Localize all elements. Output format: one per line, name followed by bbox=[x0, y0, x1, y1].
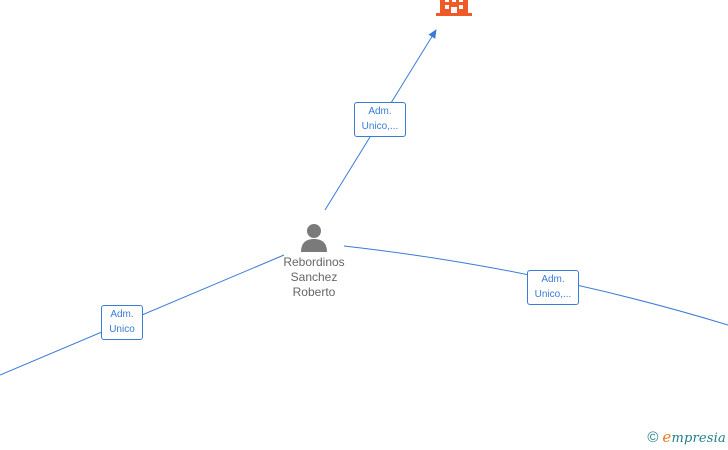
edge-label-line: Unico,... bbox=[361, 121, 399, 132]
copyright-icon: © bbox=[647, 428, 659, 446]
person-name: Rebordinos Sanchez Roberto bbox=[266, 255, 362, 300]
person-name-line: Rebordinos bbox=[283, 255, 345, 269]
company-node[interactable] bbox=[436, 0, 472, 21]
edge-label-line: Adm. bbox=[110, 309, 134, 320]
edge-label-to-right[interactable]: Adm. Unico,... bbox=[527, 270, 579, 305]
edge-label-line: Adm. bbox=[541, 274, 565, 285]
person-name-line: Sanchez bbox=[290, 270, 338, 284]
building-icon bbox=[436, 0, 472, 16]
edge-label-to-company[interactable]: Adm. Unico,... bbox=[354, 102, 406, 137]
edge-label-line: Unico bbox=[109, 324, 135, 335]
watermark: © empresia bbox=[647, 428, 726, 446]
edge-label-line: Unico,... bbox=[534, 289, 572, 300]
brand-rest: mpresia bbox=[671, 431, 726, 446]
edge-label-to-left[interactable]: Adm. Unico bbox=[101, 305, 143, 340]
person-node[interactable]: Rebordinos Sanchez Roberto bbox=[266, 222, 362, 300]
person-icon bbox=[301, 224, 327, 252]
edge-label-line: Adm. bbox=[368, 106, 392, 117]
person-name-line: Roberto bbox=[292, 285, 336, 299]
brand-logo: empresia bbox=[662, 428, 726, 446]
brand-initial: e bbox=[662, 428, 672, 446]
